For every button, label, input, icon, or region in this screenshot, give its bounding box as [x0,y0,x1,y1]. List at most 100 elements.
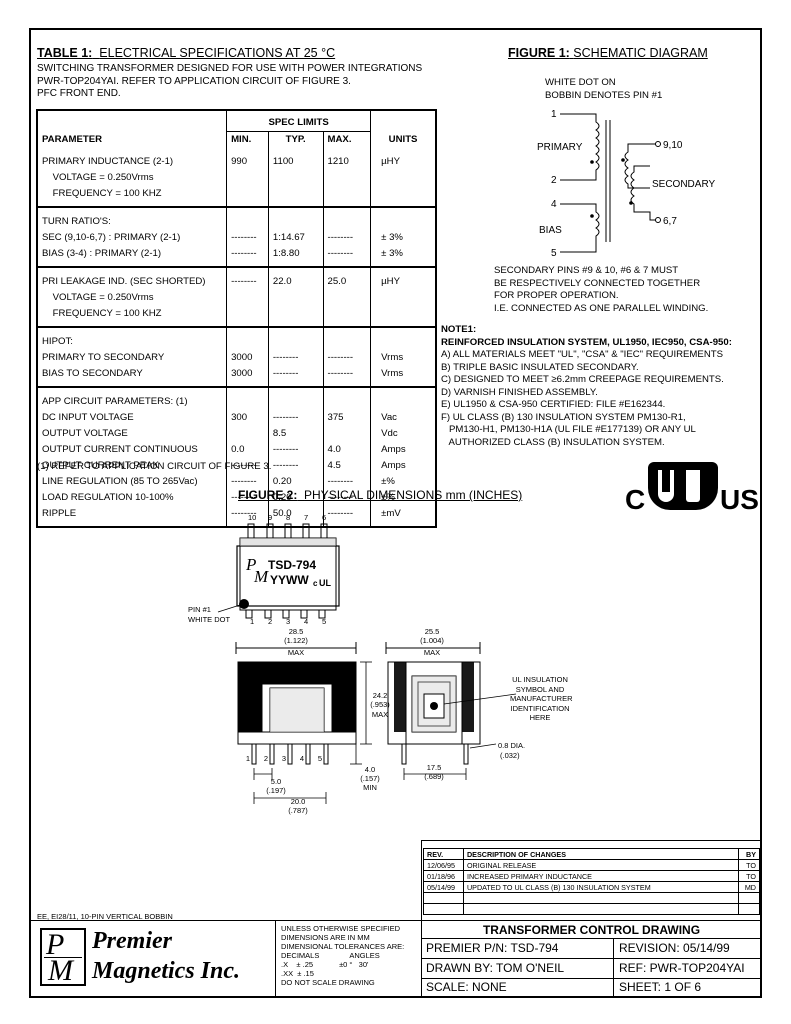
spec-row: SEC (9,10-6,7) : PRIMARY (2-1)--------1:… [36,230,437,246]
typ-cell: 1100 [267,148,324,170]
typ-cell: -------- [267,410,324,426]
min-cell [226,207,269,230]
sheet-number: SHEET: 1 OF 6 [619,980,702,994]
top-pin-6: 6 [322,513,326,522]
dim-height: 24.2 [373,691,388,700]
svg-text:P: P [245,555,256,574]
min-cell [226,306,269,328]
spec-row: RIPPLE--------50.0--------±mV [36,506,437,528]
schematic-diagram: 1 PRIMARY 2 4 BIAS 5 9,10 SECONDARY 6,7 [537,109,715,259]
svg-text:3: 3 [282,754,286,763]
top-pin-9: 9 [268,513,272,522]
min-cell: 300 [226,410,269,426]
scale: SCALE: NONE [426,980,507,994]
min-cell: -------- [226,267,269,290]
spec-row: HIPOT: [36,327,437,350]
typ-cell: 0.20 [267,490,324,506]
spec-limits-header: SPEC LIMITS [226,110,372,132]
parameter-cell: HIPOT: [36,327,228,350]
svg-text:(.197): (.197) [266,786,286,795]
units-cell: µHY [370,267,437,290]
title-block: TRANSFORMER CONTROL DRAWING PREMIER P/N:… [421,920,762,998]
primary-label: PRIMARY [537,142,583,153]
max-cell: 25.0 [322,267,372,290]
parameter-cell: PRI LEAKAGE IND. (SEC SHORTED) [36,267,228,290]
max-cell [322,426,372,442]
svg-text:(.787): (.787) [288,806,308,815]
spec-row: APP CIRCUIT PARAMETERS: (1) [36,387,437,410]
revision-by-cell: MD [738,881,760,893]
svg-text:(.032): (.032) [500,751,520,760]
svg-text:MAX: MAX [372,710,388,719]
min-cell: -------- [226,506,269,528]
bias-winding [560,203,600,253]
revision-date-cell [423,903,464,915]
max-cell [322,290,372,306]
rev-header: REV. [423,848,464,860]
secondary-label: SECONDARY [652,179,715,190]
date-code: YYWW [270,573,309,587]
parameter-cell: OUTPUT VOLTAGE [36,426,228,442]
typ-cell [267,306,324,328]
parameter-cell: APP CIRCUIT PARAMETERS: (1) [36,387,228,410]
min-cell: -------- [226,490,269,506]
min-cell: 990 [226,148,269,170]
svg-text:(.689): (.689) [424,772,444,781]
max-cell [322,186,372,208]
typ-cell [267,327,324,350]
units-cell: µHY [370,148,437,170]
svg-text:(.953): (.953) [370,700,390,709]
units-cell: Amps [370,458,437,474]
parameter-cell: RIPPLE [36,506,228,528]
typ-cell: 8.5 [267,426,324,442]
units-cell: Vac [370,410,437,426]
pin1-white-dot [239,599,249,609]
min-cell [226,426,269,442]
parameter-cell: VOLTAGE = 0.250Vrms [36,170,228,186]
pin-4-label: 4 [551,199,557,210]
drawing-title: TRANSFORMER CONTROL DRAWING [482,923,701,937]
parameter-cell: SEC (9,10-6,7) : PRIMARY (2-1) [36,230,228,246]
max-header: MAX. [322,131,372,148]
max-cell: 4.5 [322,458,372,474]
max-cell: -------- [322,230,372,246]
min-header: MIN. [226,131,269,148]
svg-text:M: M [253,567,269,586]
spec-row: VOLTAGE = 0.250Vrms [36,290,437,306]
dim-width: 28.5 [289,627,304,636]
min-cell: -------- [226,458,269,474]
max-cell: -------- [322,350,372,366]
units-cell [370,207,437,230]
revision-row [423,892,760,904]
spec-row: VOLTAGE = 0.250Vrms [36,170,437,186]
reference: REF: PWR-TOP204YAI [619,961,745,975]
core-note: EE, EI28/11, 10-PIN VERTICAL BOBBIN [37,912,173,921]
drawing-frame [29,28,762,998]
revision-description-cell: INCREASED PRIMARY INDUCTANCE [462,870,740,882]
units-cell: ±mV [370,506,437,528]
svg-text:2: 2 [268,617,272,626]
typ-cell: 1:8.80 [267,246,324,268]
top-pin-8: 8 [286,513,290,522]
by-header: BY [738,848,760,860]
parameter-cell: OUTPUT CURRENT PEAK [36,458,228,474]
parameter-cell: VOLTAGE = 0.250Vrms [36,290,228,306]
table1-subtitle: SWITCHING TRANSFORMER DESIGNED FOR USE W… [37,63,423,99]
revision-description-cell [462,892,740,904]
max-cell: -------- [322,246,372,268]
cul-us-mark: C US ® [625,462,759,515]
max-cell: 375 [322,410,372,426]
ul-symbol-note: UL INSULATION SYMBOL AND MANUFACTURER ID… [510,675,573,722]
parameter-cell: PRIMARY TO SECONDARY [36,350,228,366]
typ-cell: 0.20 [267,474,324,490]
parameter-cell: DC INPUT VOLTAGE [36,410,228,426]
parameter-cell: PRIMARY INDUCTANCE (2-1) [36,148,228,170]
typ-cell: -------- [267,366,324,388]
max-cell [322,387,372,410]
note1-block: NOTE1: REINFORCED INSULATION SYSTEM, UL1… [441,324,732,448]
